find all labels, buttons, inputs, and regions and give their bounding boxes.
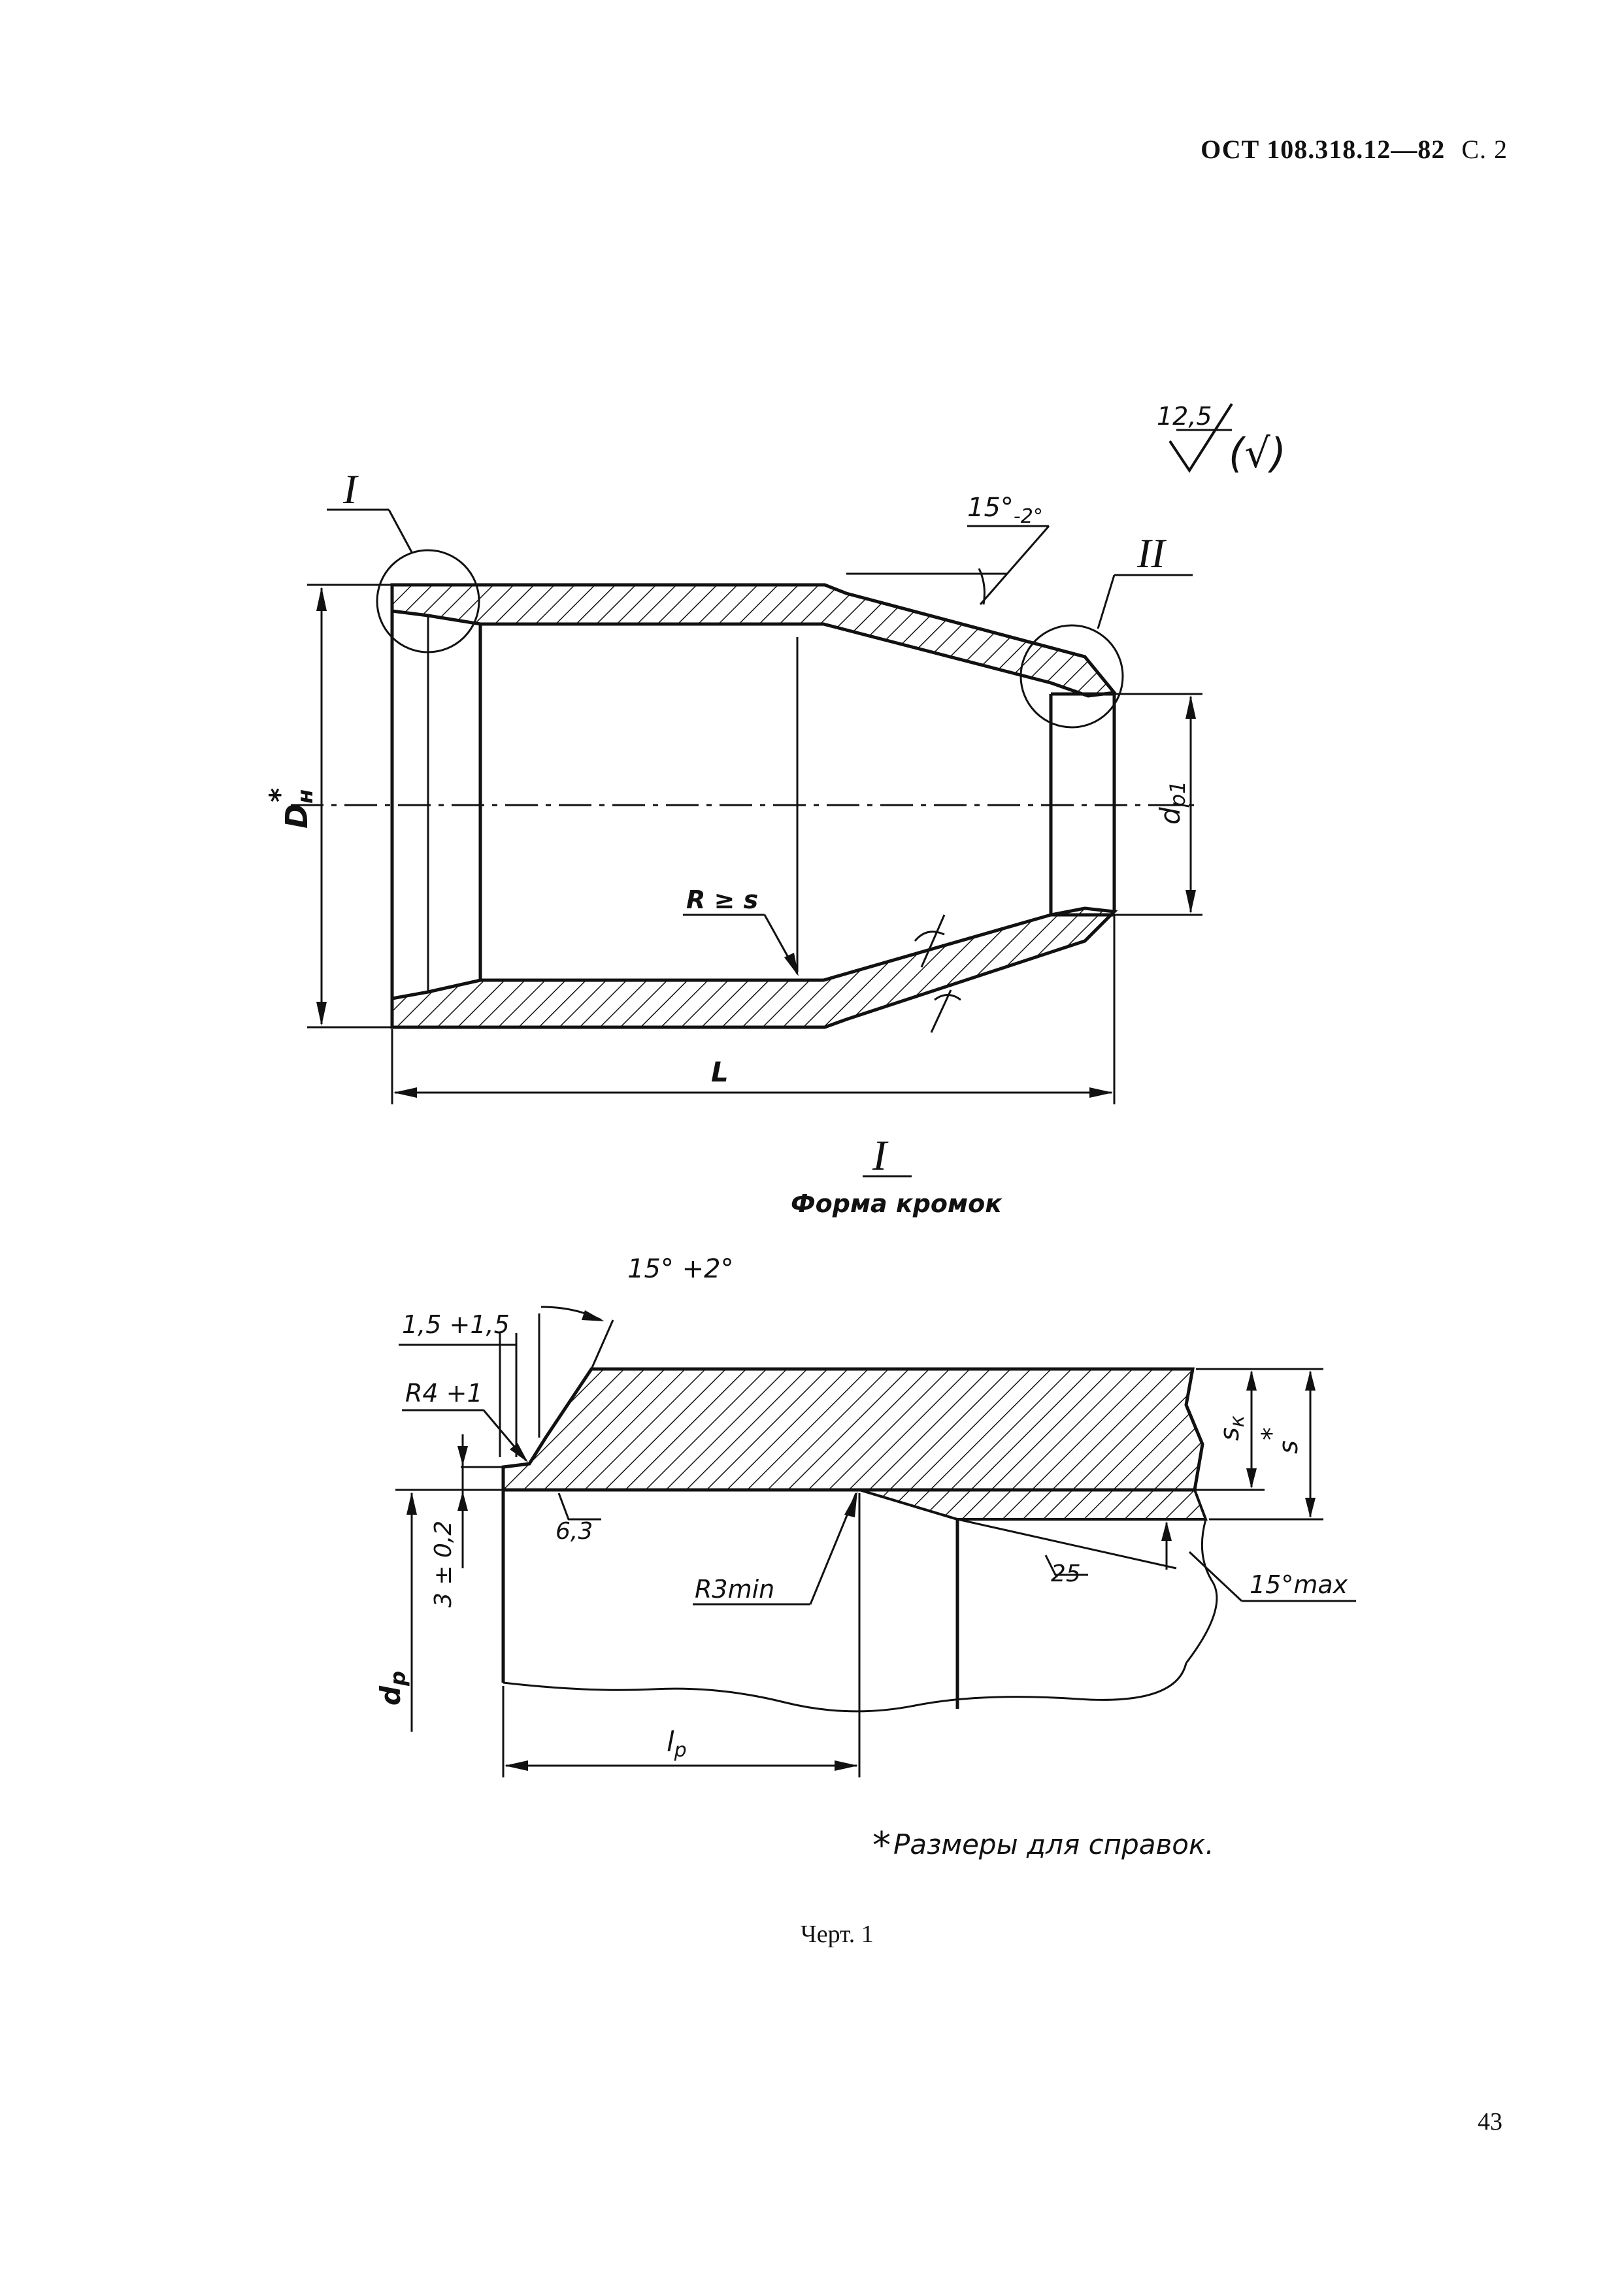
- detail-angle: 15° +2°: [627, 1254, 734, 1284]
- roughness-paren-check: (√): [1229, 429, 1286, 477]
- detail-dim-lp: lр: [667, 1726, 687, 1762]
- callout-detail-1: I: [342, 466, 359, 512]
- detail-dim-dp: dр: [374, 1671, 410, 1706]
- detail-root-face: 3 ± 0,2: [430, 1521, 457, 1608]
- figure-caption: Черт. 1: [801, 1921, 874, 1948]
- detail-subtitle: Форма кромок: [791, 1189, 1003, 1218]
- footnote: *Размеры для справок.: [872, 1824, 1214, 1867]
- footnote-text: Размеры для справок.: [893, 1828, 1214, 1860]
- dim-outer-diameter: Dн*: [263, 788, 318, 829]
- dim-bore-diameter: dp1: [1154, 781, 1190, 825]
- detail-circle-I: [376, 549, 480, 653]
- angle-label: 15°-2°: [967, 493, 1043, 528]
- detail-radius-min: R3min: [695, 1575, 774, 1604]
- bottom-wall: [390, 906, 1118, 1029]
- page-ref: С. 2: [1461, 135, 1508, 164]
- detail-radius: R4 +1: [405, 1379, 483, 1408]
- dim-length: L: [711, 1056, 729, 1088]
- roughness-value: 12,5: [1157, 402, 1212, 431]
- footnote-mark: *: [872, 1824, 891, 1867]
- detail-title-numeral: I: [872, 1132, 889, 1179]
- detail-finish-1: 6,3: [555, 1518, 593, 1545]
- page-number: 43: [1478, 2108, 1502, 2136]
- bevel-body: [501, 1367, 1204, 1492]
- detail-taper-max: 15°max: [1250, 1570, 1348, 1599]
- doc-code: ОСТ 108.318.12—82: [1201, 135, 1446, 164]
- surface-roughness-symbol: 12,5 (√): [1157, 402, 1286, 477]
- detail-circle-II: [1019, 624, 1124, 729]
- detail-dim-sk: sк: [1215, 1415, 1249, 1441]
- detail-view: 15° +2° 1,5 +1,5 R4 +1 3 ± 0,2 dр 6,3 25: [374, 1254, 1356, 1777]
- detail-finish-2: 25: [1051, 1560, 1081, 1587]
- top-wall: [390, 583, 1118, 698]
- callout-detail-2: II: [1136, 530, 1167, 576]
- main-view: I II 15°-2° Dн* dp1 R ≥ s: [263, 466, 1202, 1104]
- detail-land: 1,5 +1,5: [402, 1310, 510, 1339]
- taper-band: [859, 1489, 1208, 1521]
- document-header: ОСТ 108.318.12—82 С. 2: [1201, 134, 1508, 165]
- detail-title: I Форма кромок: [791, 1132, 1003, 1218]
- radius-note: R ≥ s: [686, 885, 758, 914]
- detail-dim-s: s*: [1257, 1427, 1304, 1454]
